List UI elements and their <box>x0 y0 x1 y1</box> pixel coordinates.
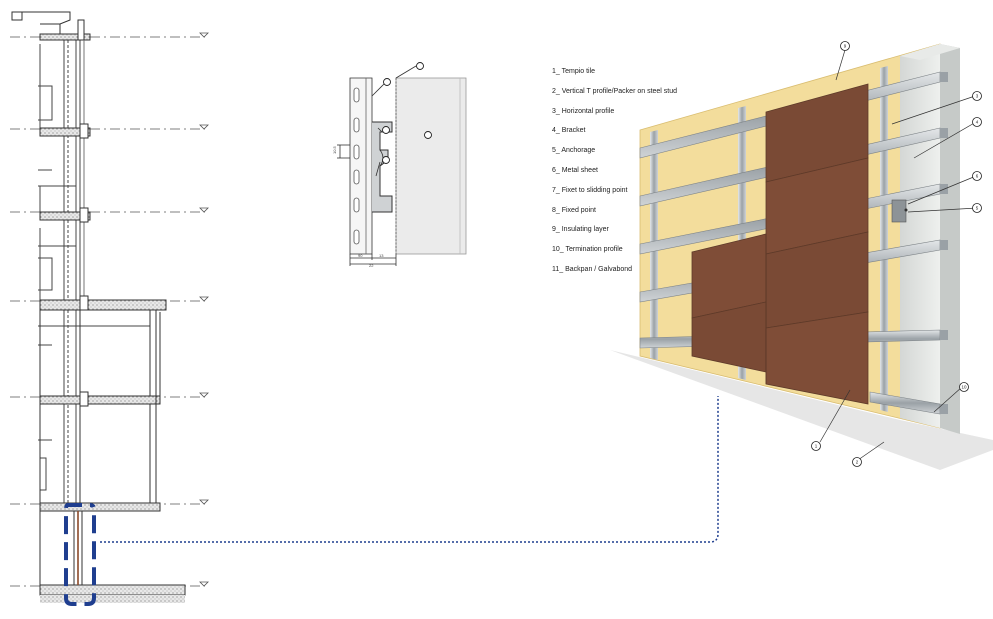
profile-slots <box>353 87 360 245</box>
legend: 1_ Tempio tile 2_ Vertical T profile/Pac… <box>552 66 752 284</box>
svg-text:90: 90 <box>358 253 363 258</box>
callout-10 <box>959 382 969 392</box>
legend-item-6: 6_ Metal sheet <box>552 166 598 174</box>
legend-item-3: 3_ Horizontal profile <box>552 107 615 115</box>
callout-9 <box>840 41 850 51</box>
svg-text:10.5: 10.5 <box>332 145 337 154</box>
lower-structure <box>39 310 161 503</box>
svg-text:22: 22 <box>369 263 374 268</box>
legend-item-2: 2_ Vertical T profile/Packer on steel st… <box>552 87 678 95</box>
callout-4 <box>972 117 982 127</box>
svg-text:9: 9 <box>844 44 847 49</box>
render-leaders <box>819 49 978 461</box>
legend-item-9: 9_ Insulating layer <box>552 226 609 234</box>
render-callouts <box>811 41 982 467</box>
svg-text:3: 3 <box>976 94 979 99</box>
bracket <box>891 199 908 223</box>
svg-text:6: 6 <box>976 174 979 179</box>
building-section <box>10 11 209 603</box>
render-callout-numbers: 9 3 4 6 5 10 1 2 <box>815 44 979 465</box>
floor-slabs <box>39 127 186 596</box>
svg-text:2: 2 <box>856 460 859 465</box>
ground-level <box>39 511 185 603</box>
callout-2 <box>852 457 862 467</box>
svg-text:4: 4 <box>976 120 979 125</box>
callout-5 <box>972 203 982 213</box>
roof-parapet <box>11 11 91 41</box>
callout-1 <box>811 441 821 451</box>
highlight-marker <box>64 503 96 606</box>
legend-item-10: 10_ Termination profile <box>552 246 623 254</box>
profile-detail <box>337 65 467 266</box>
svg-text:13: 13 <box>379 253 384 258</box>
openings <box>38 85 150 491</box>
legend-item-8: 8_ Fixed point <box>552 206 596 214</box>
legend-item-4: 4_ Bracket <box>552 127 586 135</box>
svg-text:10: 10 <box>961 385 967 390</box>
legend-item-7: 7_ Fixet to slidding point <box>552 186 628 194</box>
tiles <box>691 83 869 405</box>
connector-line <box>100 396 719 543</box>
slab-brackets <box>79 123 89 407</box>
detail-dimension-labels: 90 13 22 10.5 <box>332 145 384 268</box>
concrete-wall <box>900 44 940 428</box>
facade-verticals <box>39 40 85 505</box>
facade-render: 9 3 4 6 5 10 1 2 <box>610 41 993 470</box>
callout-6 <box>972 171 982 181</box>
legend-item-11: 11_ Backpan / Galvabond <box>552 265 633 273</box>
detail-callout-circles <box>382 62 432 164</box>
legend-item-1: 1_ Tempio tile <box>552 68 596 75</box>
svg-text:1: 1 <box>815 444 818 449</box>
legend-item-5: 5_ Anchorage <box>552 147 596 155</box>
callout-3 <box>972 91 982 101</box>
level-markers <box>199 32 209 587</box>
svg-text:5: 5 <box>976 206 979 211</box>
